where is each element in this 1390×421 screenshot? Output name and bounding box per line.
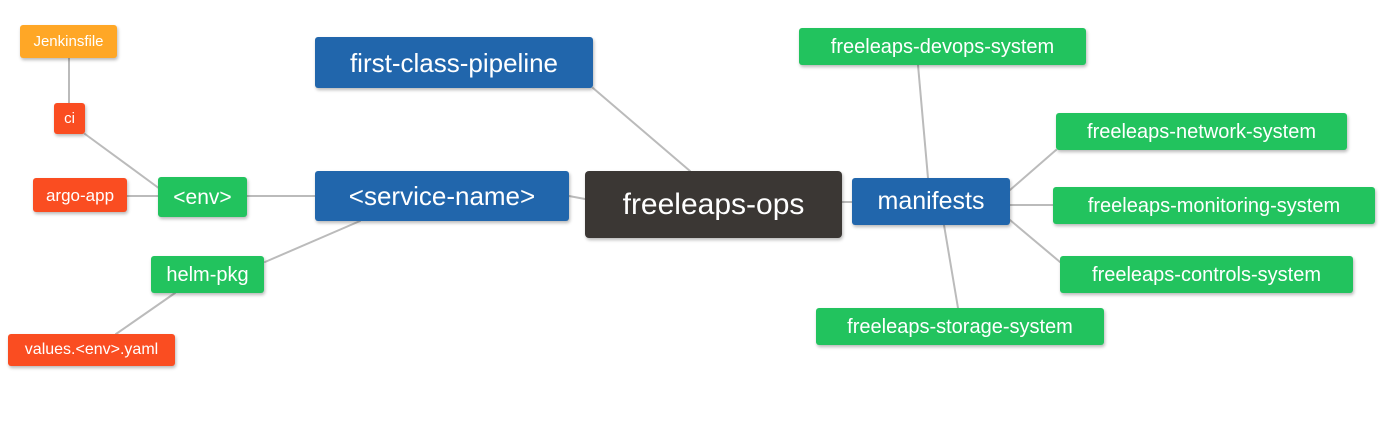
- node-env[interactable]: <env>: [158, 177, 247, 217]
- node-network-system[interactable]: freeleaps-network-system: [1056, 113, 1347, 150]
- node-storage-system[interactable]: freeleaps-storage-system: [816, 308, 1104, 345]
- node-jenkinsfile[interactable]: Jenkinsfile: [20, 25, 117, 58]
- node-monitoring-system[interactable]: freeleaps-monitoring-system: [1053, 187, 1375, 224]
- node-ci[interactable]: ci: [54, 103, 85, 134]
- edge-root-to-service-name: [568, 195, 586, 200]
- node-first-class-pipeline[interactable]: first-class-pipeline: [315, 37, 593, 88]
- node-controls-system[interactable]: freeleaps-controls-system: [1060, 256, 1353, 293]
- node-root[interactable]: freeleaps-ops: [585, 171, 842, 238]
- node-service-name[interactable]: <service-name>: [315, 171, 569, 221]
- node-devops-system[interactable]: freeleaps-devops-system: [799, 28, 1086, 65]
- node-values-yaml[interactable]: values.<env>.yaml: [8, 334, 175, 366]
- node-argo-app[interactable]: argo-app: [33, 178, 127, 212]
- edge-root-to-first-class-pipeline: [592, 87, 691, 172]
- edge-manifests-to-controls-system: [1009, 219, 1061, 263]
- edge-manifests-to-devops-system: [917, 64, 929, 179]
- node-manifests[interactable]: manifests: [852, 178, 1010, 225]
- edge-manifests-to-storage-system: [943, 224, 959, 309]
- edge-manifests-to-network-system: [1009, 149, 1057, 191]
- edge-service-name-to-helm-pkg: [264, 220, 361, 263]
- edge-helm-pkg-to-values-yaml: [115, 292, 176, 335]
- node-helm-pkg[interactable]: helm-pkg: [151, 256, 264, 293]
